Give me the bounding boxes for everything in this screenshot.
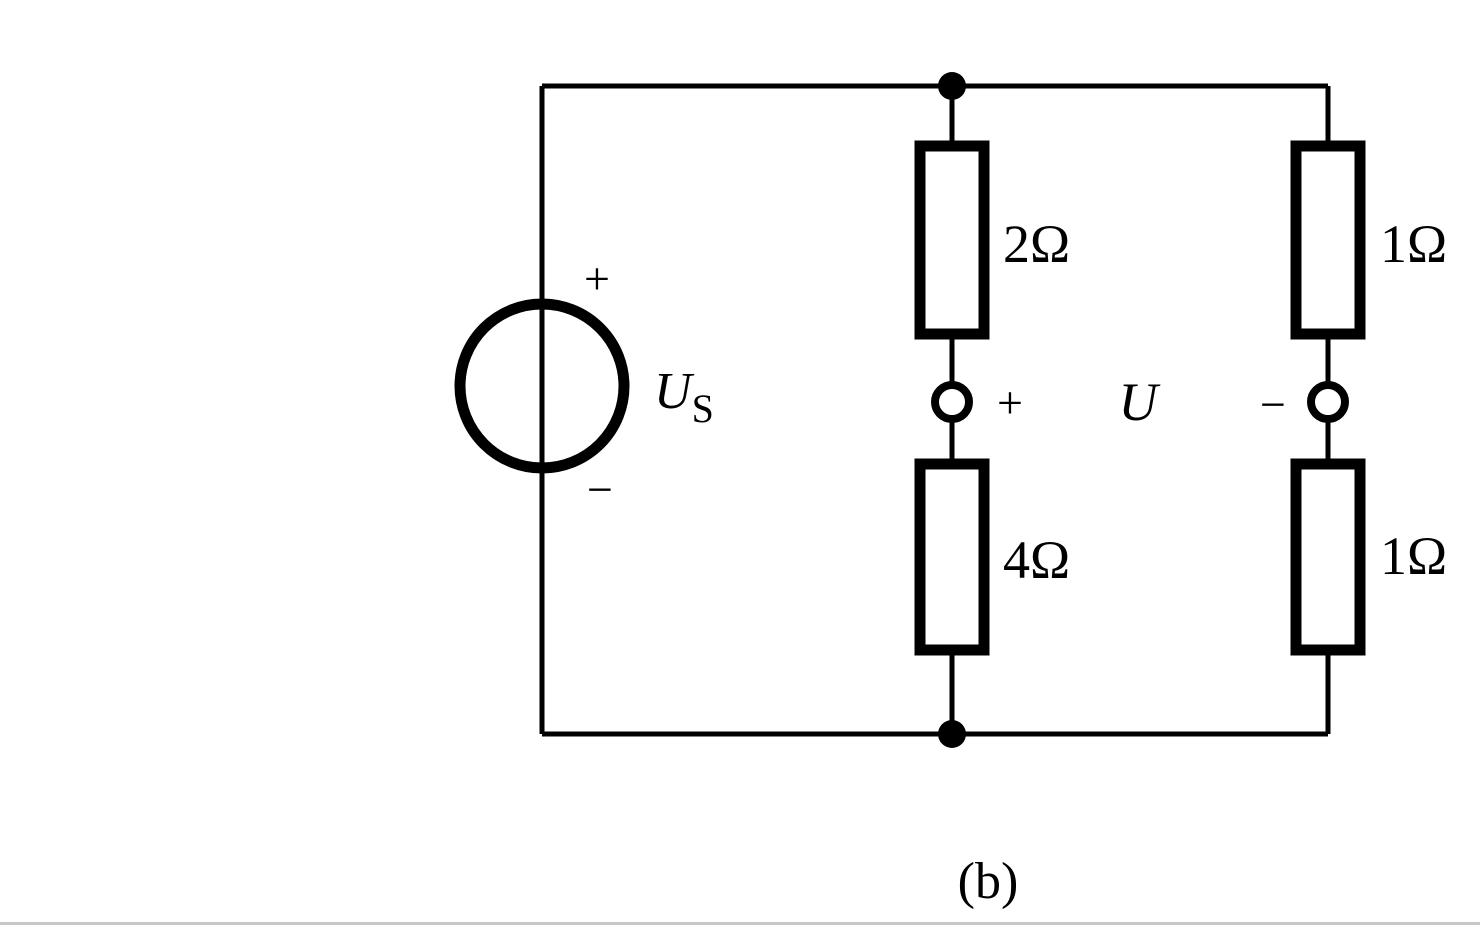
- source-label: US: [654, 363, 714, 431]
- resistor-top-middle: [914, 140, 990, 340]
- resistor-bottom-right: [1290, 458, 1366, 656]
- bottom-border: [0, 922, 1480, 925]
- source-symbol: U: [654, 363, 695, 420]
- output-plus-sign: +: [997, 377, 1023, 428]
- resistor-top-right: [1290, 140, 1366, 340]
- voltage-source: [454, 298, 630, 474]
- source-minus-sign: −: [587, 464, 613, 515]
- resistor-bottom-right-label: 1Ω: [1380, 526, 1447, 586]
- output-minus-sign: −: [1260, 379, 1286, 430]
- source-plus-sign: +: [584, 253, 610, 304]
- resistor-bottom-middle-label: 4Ω: [1003, 530, 1070, 590]
- resistor-top-right-label: 1Ω: [1380, 214, 1447, 274]
- figure-caption: (b): [958, 853, 1019, 910]
- output-voltage-symbol: U: [1119, 372, 1161, 432]
- resistor-top-middle-label: 2Ω: [1003, 214, 1070, 274]
- output-terminal-left: [931, 381, 973, 423]
- bottom-junction-node: [938, 720, 966, 748]
- source-subscript: S: [692, 386, 714, 431]
- top-junction-node: [938, 72, 966, 100]
- resistor-bottom-middle: [914, 458, 990, 656]
- output-terminal-right: [1307, 381, 1349, 423]
